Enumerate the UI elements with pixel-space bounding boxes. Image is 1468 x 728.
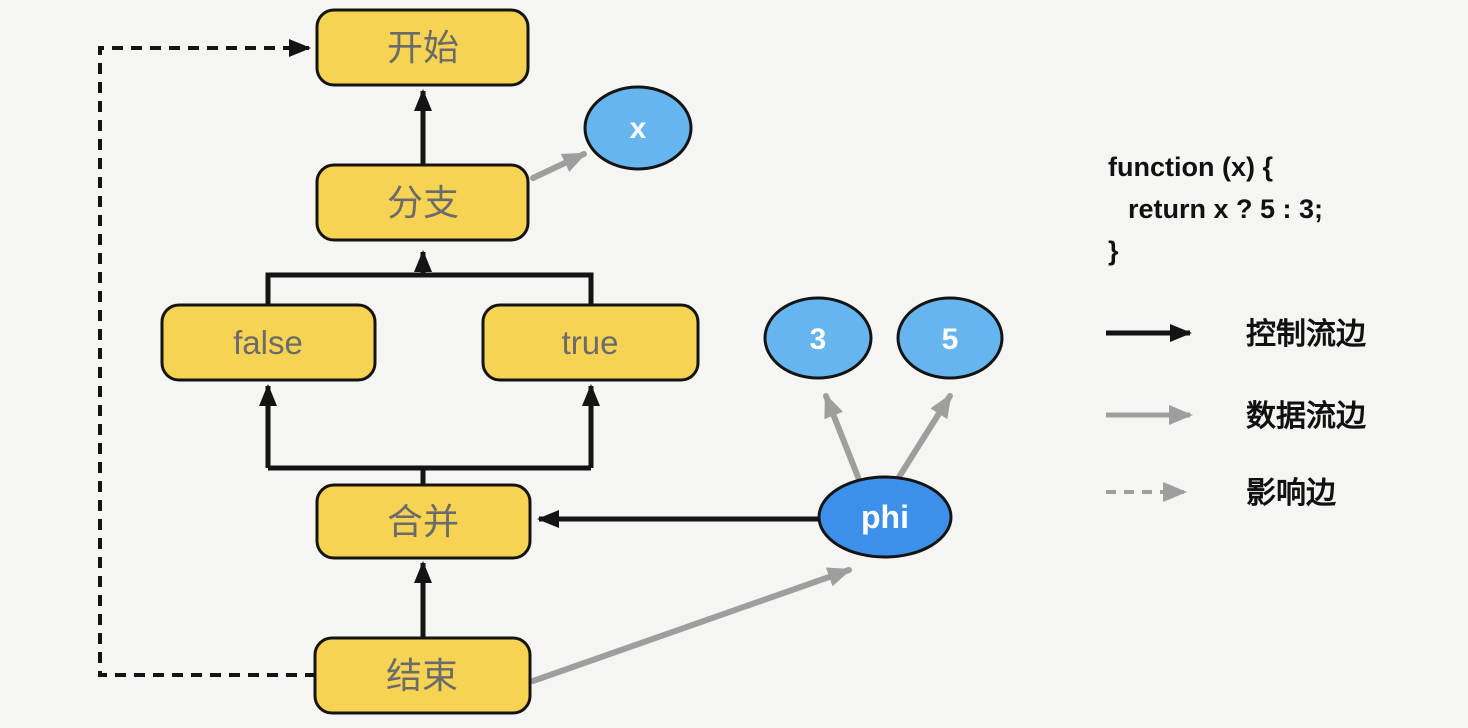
node-merge	[315, 483, 532, 560]
legend-data-label: 数据流边	[1246, 400, 1367, 433]
legend-control-label: 控制流边	[1246, 318, 1367, 351]
code-line-2: return x ? 5 : 3;	[1128, 194, 1323, 224]
node-5-label: 5	[942, 323, 959, 356]
node-merge-label: 合并	[387, 501, 459, 542]
code-snippet: function (x) { return x ? 5 : 3; }	[1108, 152, 1323, 266]
node-x-label: x	[630, 112, 647, 145]
node-true-label: true	[562, 324, 619, 361]
node-3	[763, 296, 873, 380]
edge-merge-bracket	[268, 465, 591, 486]
code-line-1: function (x) {	[1108, 152, 1273, 182]
node-true	[481, 303, 700, 382]
node-start	[315, 8, 530, 87]
edge-phi-to-3	[823, 393, 861, 480]
edge-split-bracket	[265, 272, 594, 307]
edge-branch-to-x	[530, 151, 587, 181]
edge-phi-to-5	[896, 393, 953, 480]
node-3-label: 3	[810, 323, 827, 356]
node-start-label: 开始	[387, 27, 459, 68]
edge-end-to-phi	[530, 567, 852, 684]
node-end	[313, 636, 532, 715]
node-branch	[315, 163, 530, 242]
legend: 控制流边 数据流边 影响边	[1106, 318, 1367, 510]
node-end-label: 结束	[386, 655, 458, 696]
node-x	[583, 85, 693, 171]
node-branch-label: 分支	[387, 182, 459, 223]
node-phi-label: phi	[861, 499, 909, 535]
node-5	[896, 296, 1004, 380]
code-line-3: }	[1108, 236, 1119, 266]
node-false	[160, 303, 377, 382]
node-phi	[817, 475, 953, 559]
node-false-label: false	[233, 324, 303, 361]
legend-influence-label: 影响边	[1246, 477, 1337, 510]
